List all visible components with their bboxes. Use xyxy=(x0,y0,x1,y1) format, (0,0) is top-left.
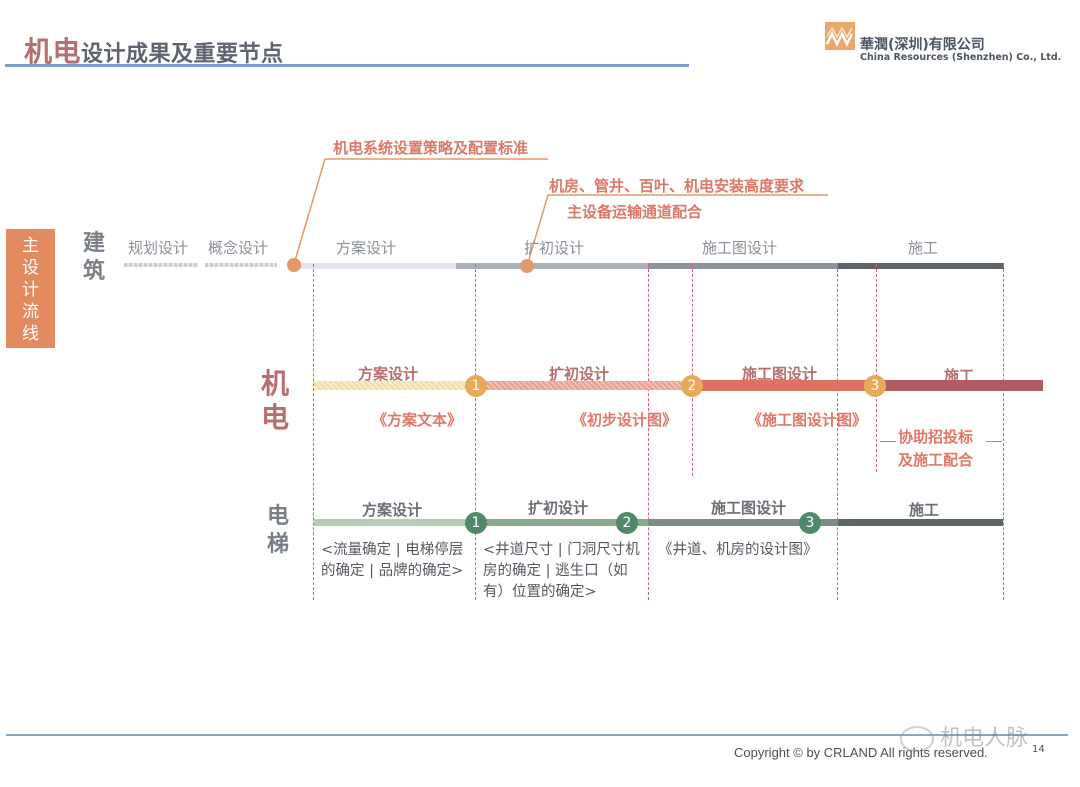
page-number: 14 xyxy=(1032,744,1045,755)
arch-stage-preliminary: 扩初设计 xyxy=(524,239,585,257)
page-title: 机电设计成果及重要节点 xyxy=(24,30,284,70)
footer-divider xyxy=(6,734,1068,736)
elev-milestone-2: 2 xyxy=(616,512,638,534)
note-rule-right xyxy=(986,441,1002,442)
phase-divider xyxy=(692,264,693,476)
label-char: 电 xyxy=(266,504,289,529)
mep-milestone-1: 1 xyxy=(465,375,487,397)
mep-stage-construction-drawing: 施工图设计 xyxy=(742,365,818,383)
phase-divider xyxy=(837,264,838,600)
watermark-text: 机电人脉 xyxy=(940,726,1029,751)
callout-anchor-dot xyxy=(287,258,301,272)
elev-bar-construction-drawing xyxy=(648,519,838,526)
elev-stage-construction: 施工 xyxy=(909,501,940,519)
company-logo-icon xyxy=(825,22,855,50)
arch-bar-planning xyxy=(124,263,198,267)
arch-stage-construction-drawing: 施工图设计 xyxy=(702,239,778,257)
callout-room-requirements: 机房、管井、百叶、机电安装高度要求 xyxy=(549,177,805,195)
title-divider xyxy=(5,64,689,67)
mep-milestone-3: 3 xyxy=(864,375,886,397)
callout-mep-strategy: 机电系统设置策略及配置标准 xyxy=(333,139,529,157)
main-design-flow-label: 主设计流线 xyxy=(22,236,39,344)
note-rule-left xyxy=(880,441,896,442)
label-char: 建 xyxy=(82,231,105,256)
elev-milestone-1: 1 xyxy=(465,512,487,534)
phase-divider xyxy=(313,264,314,600)
elev-bar-construction xyxy=(838,519,1003,526)
label-char: 机 xyxy=(260,367,289,400)
phase-divider xyxy=(1003,264,1004,600)
arch-stage-construction: 施工 xyxy=(908,239,939,257)
label-char: 电 xyxy=(260,401,289,434)
label-char: 筑 xyxy=(82,259,105,284)
mep-construction-note-1: 协助招投标 xyxy=(898,428,974,446)
mep-stage-scheme: 方案设计 xyxy=(358,365,419,383)
arch-bar-construction xyxy=(838,263,1004,269)
mep-stage-preliminary: 扩初设计 xyxy=(549,365,610,383)
main-design-flow-tag: 主设计流线 xyxy=(6,229,55,348)
elev-deliverable-scheme: <流量确定 | 电梯停层的确定 | 品牌的确定> xyxy=(321,542,464,579)
mep-milestone-2: 2 xyxy=(681,375,703,397)
mep-deliverable-preliminary: 《初步设计图》 xyxy=(572,411,678,429)
elev-stage-construction-drawing: 施工图设计 xyxy=(711,499,787,517)
arch-stage-planning: 规划设计 xyxy=(128,239,189,257)
mep-bar-preliminary xyxy=(476,381,692,390)
elev-stage-preliminary: 扩初设计 xyxy=(528,499,589,517)
row-label-elevator: 电 梯 xyxy=(264,503,292,559)
mep-deliverable-construction-drawing: 《施工图设计图》 xyxy=(747,411,868,429)
arch-bar-preliminary xyxy=(456,263,648,269)
row-label-mep: 机 电 xyxy=(258,367,292,435)
arch-bar-construction-drawing xyxy=(648,263,838,269)
title-rest: 设计成果及重要节点 xyxy=(81,42,284,67)
arch-stage-concept: 概念设计 xyxy=(208,239,269,257)
arch-bar-concept xyxy=(205,263,277,267)
label-char: 梯 xyxy=(266,532,289,557)
arch-stage-scheme: 方案设计 xyxy=(336,239,397,257)
elev-deliverable-construction-drawing: 《井道、机房的设计图》 xyxy=(658,542,818,558)
callout-anchor-dot xyxy=(520,259,534,273)
phase-divider xyxy=(475,264,476,600)
mep-bar-scheme xyxy=(314,381,476,390)
title-highlight: 机电 xyxy=(24,35,82,68)
mep-bar-construction xyxy=(876,380,1043,391)
mep-bar-construction-drawing xyxy=(692,380,876,391)
mep-deliverable-scheme: 《方案文本》 xyxy=(372,411,463,429)
elev-bar-preliminary xyxy=(476,519,648,526)
callout-transport-route: 主设备运输通道配合 xyxy=(567,203,703,221)
elev-bar-scheme xyxy=(314,519,476,526)
company-name-cn: 華潤(深圳)有限公司 xyxy=(860,37,985,53)
row-label-architecture: 建 筑 xyxy=(80,230,108,286)
elev-stage-scheme: 方案设计 xyxy=(362,501,423,519)
elev-milestone-3: 3 xyxy=(799,512,821,534)
arch-bar-scheme xyxy=(294,263,456,269)
elev-deliverable-preliminary: <井道尺寸 | 门洞尺寸机房的确定 | 逃生口（如有）位置的确定> xyxy=(483,542,640,600)
company-name-en: China Resources (Shenzhen) Co., Ltd. xyxy=(860,52,1062,63)
mep-construction-note-2: 及施工配合 xyxy=(898,451,974,469)
phase-divider xyxy=(648,264,649,600)
wechat-watermark-icon xyxy=(900,726,934,752)
phase-divider xyxy=(876,264,877,472)
